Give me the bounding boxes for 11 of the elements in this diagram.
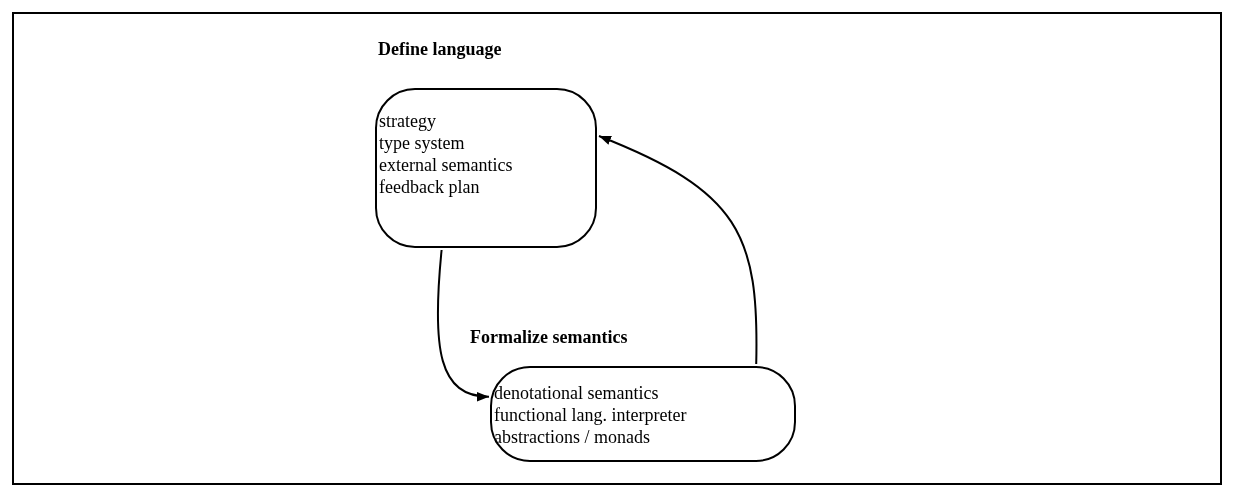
box-heading: Define language xyxy=(378,38,502,60)
list-item: abstractions / monads xyxy=(494,426,650,448)
list-item: strategy xyxy=(379,110,436,132)
box-heading: Formalize semantics xyxy=(470,326,628,348)
list-item: feedback plan xyxy=(379,176,480,198)
arrow xyxy=(598,135,758,365)
list-item: external semantics xyxy=(379,154,513,176)
arrow xyxy=(436,249,490,401)
list-item: denotational semantics xyxy=(494,382,659,404)
list-item: functional lang. interpreter xyxy=(494,404,687,426)
list-item: type system xyxy=(379,132,465,154)
